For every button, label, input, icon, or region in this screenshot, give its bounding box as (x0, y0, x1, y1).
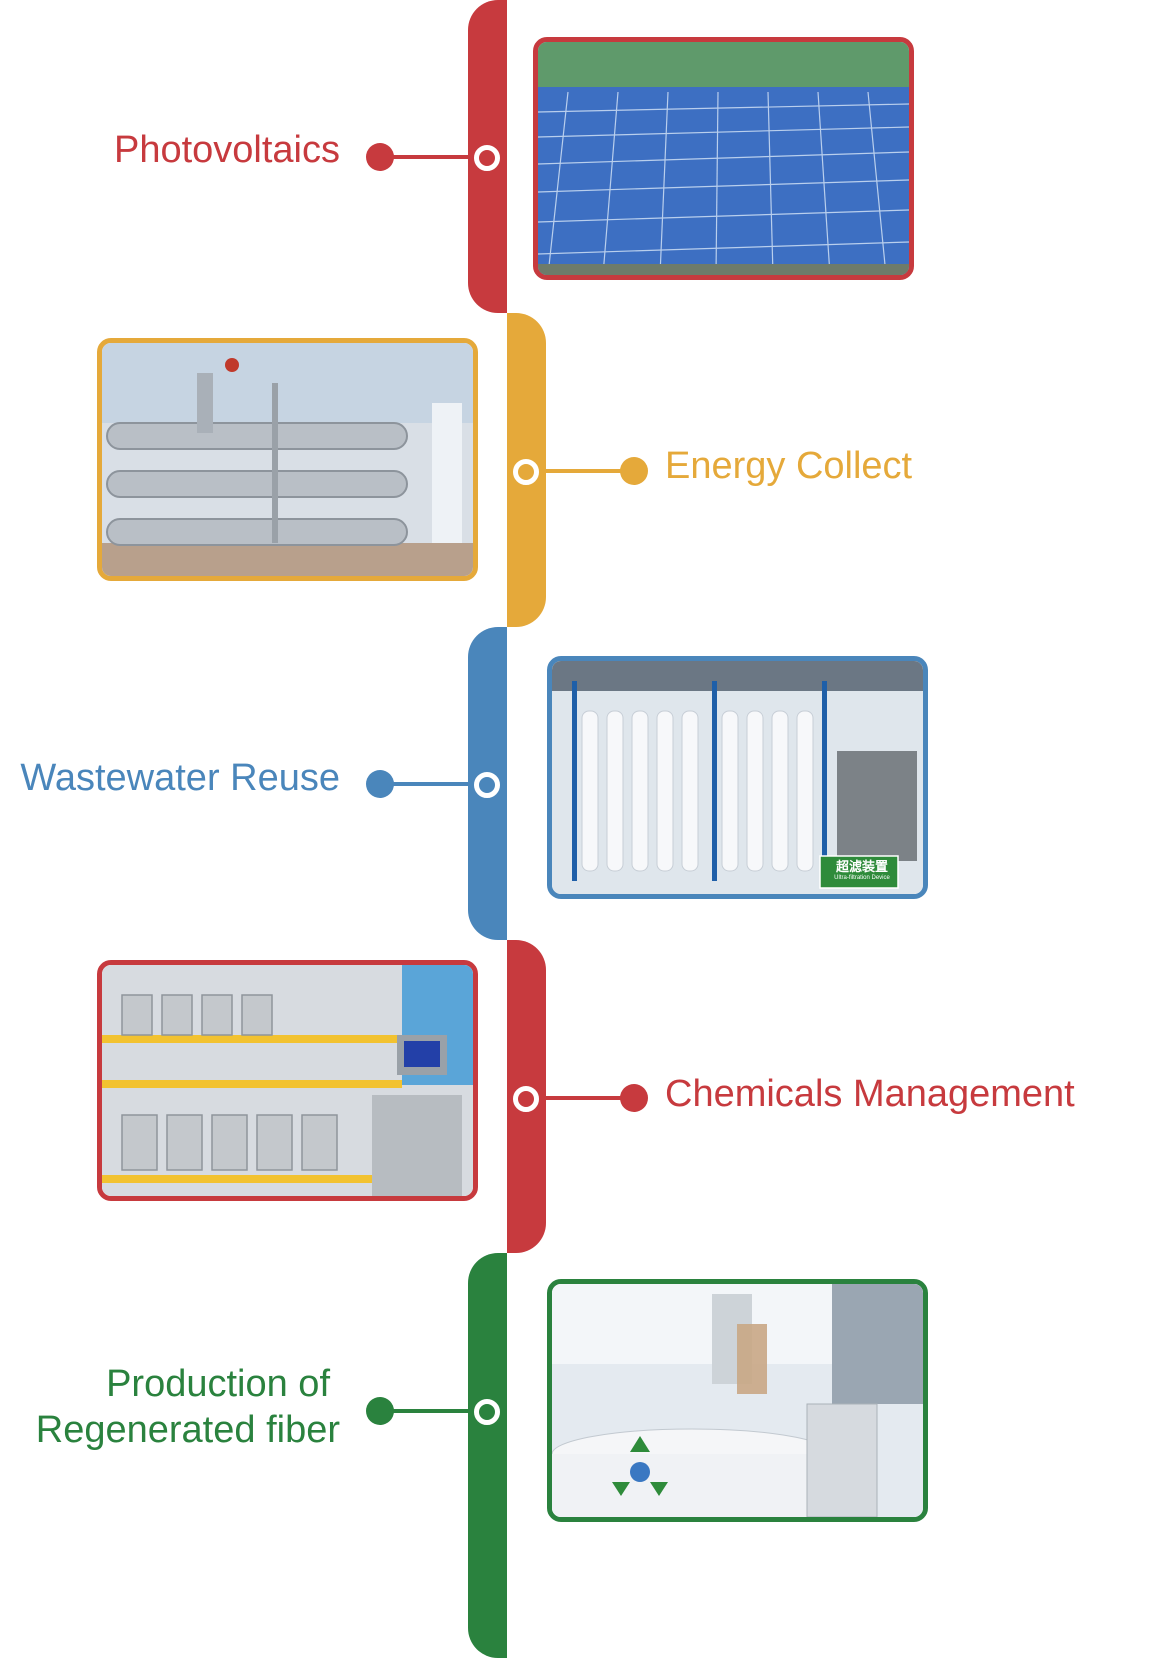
label-regenerated-fiber-line-1: Production of (106, 1363, 330, 1405)
timeline-node-energy-collect (513, 459, 539, 485)
marker-dot-photovoltaics (366, 143, 394, 171)
photo-wastewater-reuse: 超滤装置 Ultra-filtration Device (547, 656, 928, 899)
label-chemicals-management: Chemicals Management (665, 1072, 1075, 1118)
timeline-bar-regenerated-fiber (468, 1253, 507, 1658)
ultrafiltration-image (552, 661, 923, 894)
timeline-node-chemicals-management (513, 1086, 539, 1112)
chemical-station-image (102, 965, 473, 1196)
label-photovoltaics-text: Photovoltaics (113, 129, 340, 171)
sign-subtitle: Ultra-filtration Device (834, 875, 890, 881)
connector-line-wastewater-reuse (392, 782, 472, 786)
label-energy-collect-text: Energy Collect (665, 445, 913, 487)
label-wastewater-reuse: Wastewater Reuse (20, 756, 340, 802)
label-regenerated-fiber: Production of Regenerated fiber (36, 1362, 340, 1453)
connector-line-photovoltaics (392, 155, 472, 159)
connector-line-chemicals-management (540, 1096, 630, 1100)
connector-line-energy-collect (540, 469, 630, 473)
sign-ultrafiltration: 超滤装置 Ultra-filtration Device (825, 859, 899, 882)
pipes-image (102, 343, 473, 576)
timeline-node-photovoltaics (474, 145, 500, 171)
label-energy-collect: Energy Collect (665, 444, 912, 490)
marker-dot-energy-collect (620, 457, 648, 485)
label-chemicals-management-text: Chemicals Management (665, 1073, 1075, 1115)
sign-title: 超滤装置 (835, 859, 888, 874)
marker-dot-regenerated-fiber (366, 1397, 394, 1425)
label-photovoltaics: Photovoltaics (114, 128, 340, 174)
fiber-production-image (552, 1284, 923, 1517)
timeline-node-wastewater-reuse (474, 772, 500, 798)
photo-chemicals-management (97, 960, 478, 1201)
marker-dot-chemicals-management (620, 1084, 648, 1112)
timeline-node-regenerated-fiber (474, 1399, 500, 1425)
marker-dot-wastewater-reuse (366, 770, 394, 798)
connector-line-regenerated-fiber (392, 1409, 472, 1413)
label-wastewater-reuse-text: Wastewater Reuse (20, 757, 340, 799)
label-regenerated-fiber-line-2: Regenerated fiber (35, 1408, 340, 1451)
photo-regenerated-fiber (547, 1279, 928, 1522)
photo-photovoltaics (533, 37, 914, 280)
photo-energy-collect (97, 338, 478, 581)
solar-panels-image (538, 42, 909, 275)
